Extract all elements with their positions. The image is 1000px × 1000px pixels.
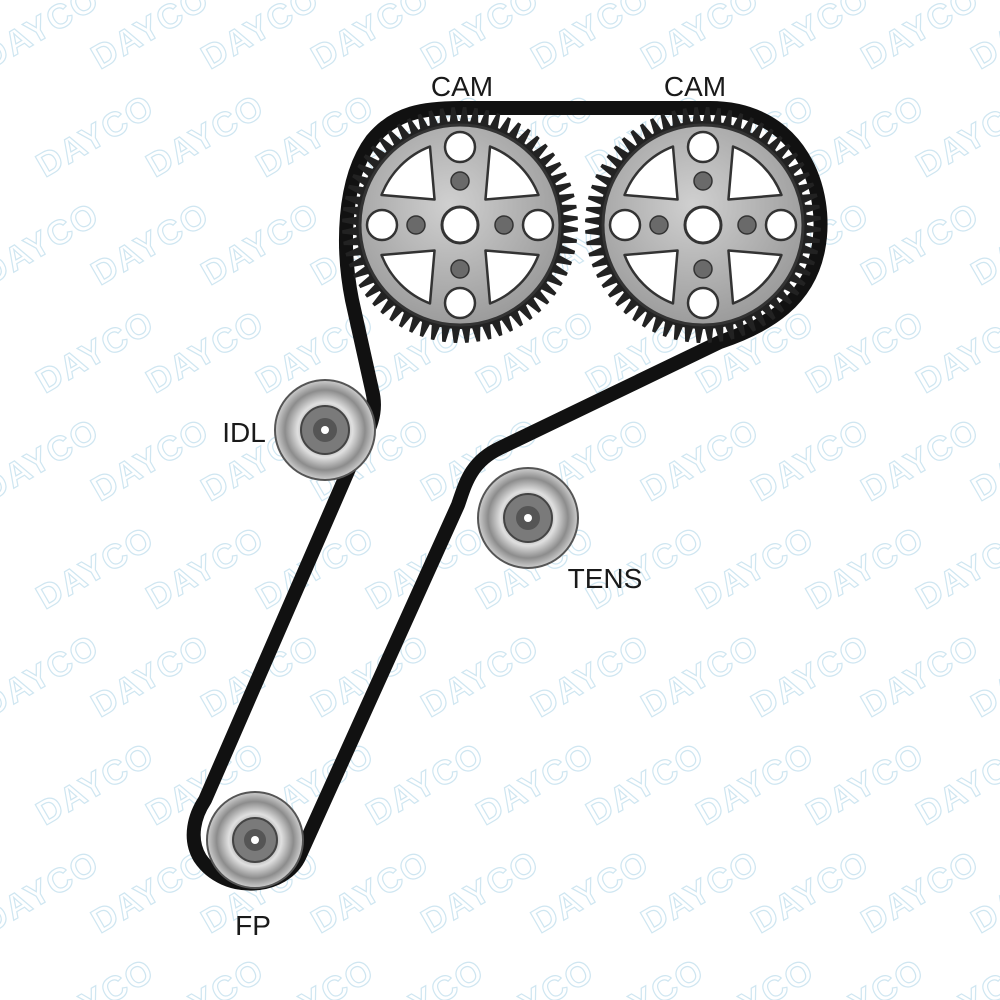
gear-window	[727, 249, 783, 305]
watermark-text: DAYCO	[690, 519, 821, 617]
watermark-text: DAYCO	[415, 627, 546, 725]
label-cam-left: CAM	[431, 71, 493, 102]
watermark-text: DAYCO	[800, 951, 931, 1000]
watermark-text: DAYCO	[250, 951, 381, 1000]
watermark-text: DAYCO	[0, 627, 106, 725]
watermark-text: DAYCO	[635, 627, 766, 725]
watermark-text: DAYCO	[525, 843, 656, 941]
label-fuel-pump: FP	[235, 910, 271, 941]
watermark-text: DAYCO	[635, 411, 766, 509]
watermark-text: DAYCO	[525, 627, 656, 725]
watermark-text: DAYCO	[745, 627, 876, 725]
watermark-text: DAYCO	[140, 87, 271, 185]
gear-inner-hole	[693, 171, 713, 191]
watermark-text: DAYCO	[195, 195, 326, 293]
gear-inner-hole	[450, 259, 470, 279]
watermark-text: DAYCO	[85, 627, 216, 725]
gear-window	[623, 249, 679, 305]
label-tensioner: TENS	[568, 563, 643, 594]
label-idler: IDL	[222, 417, 266, 448]
gear-inner-hole	[406, 215, 426, 235]
watermark-text: DAYCO	[360, 951, 491, 1000]
watermark-text: DAYCO	[140, 951, 271, 1000]
idler-pulley	[274, 379, 376, 481]
gear-inner-hole	[693, 259, 713, 279]
gear-window	[484, 145, 540, 201]
watermark-text: DAYCO	[30, 519, 161, 617]
watermark-text: DAYCO	[855, 843, 986, 941]
watermark-text: DAYCO	[635, 843, 766, 941]
watermark-text: DAYCO	[745, 411, 876, 509]
watermark-text: DAYCO	[30, 735, 161, 833]
gear-bolt-hole	[443, 130, 477, 164]
gear-bolt-hole	[686, 286, 720, 320]
timing-belt	[186, 101, 828, 891]
watermark-text: DAYCO	[470, 951, 601, 1000]
fuel-pump-pulley	[206, 791, 304, 889]
watermark-text: DAYCO	[580, 951, 711, 1000]
gear-window	[727, 145, 783, 201]
watermark-text: DAYCO	[855, 195, 986, 293]
watermark-text: DAYCO	[690, 951, 821, 1000]
gear-window	[380, 249, 436, 305]
watermark-text: DAYCO	[30, 87, 161, 185]
watermark-text: DAYCO	[470, 735, 601, 833]
watermark-text: DAYCO	[745, 843, 876, 941]
gear-bolt-hole	[764, 208, 798, 242]
watermark-text: DAYCO	[855, 411, 986, 509]
watermark-text: DAYCO	[0, 195, 106, 293]
watermark-text: DAYCO	[305, 843, 436, 941]
label-cam-right: CAM	[664, 71, 726, 102]
tensioner-pulley	[477, 467, 579, 569]
watermark-text: DAYCO	[800, 519, 931, 617]
watermark-text: DAYCO	[0, 411, 106, 509]
gear-window	[484, 249, 540, 305]
watermark-text: DAYCO	[580, 735, 711, 833]
cam-gear-right	[585, 107, 821, 343]
gear-inner-hole	[737, 215, 757, 235]
watermark-text: DAYCO	[0, 843, 106, 941]
gear-window	[623, 145, 679, 201]
watermark-text: DAYCO	[30, 303, 161, 401]
gear-bolt-hole	[686, 130, 720, 164]
watermark-text: DAYCO	[800, 87, 931, 185]
watermark-text: DAYCO	[0, 0, 106, 77]
watermark-text: DAYCO	[910, 735, 1000, 833]
gear-window	[380, 145, 436, 201]
gear-hub	[683, 205, 723, 245]
watermark-text: DAYCO	[85, 195, 216, 293]
watermark-text: DAYCO	[140, 519, 271, 617]
watermark-text: DAYCO	[910, 303, 1000, 401]
watermark-text: DAYCO	[360, 735, 491, 833]
gear-bolt-hole	[608, 208, 642, 242]
gear-bolt-hole	[443, 286, 477, 320]
watermark-text: DAYCO	[85, 411, 216, 509]
cam-gear-left	[342, 107, 578, 343]
gear-inner-hole	[649, 215, 669, 235]
gear-inner-hole	[450, 171, 470, 191]
watermark-text: DAYCO	[30, 951, 161, 1000]
watermark-text: DAYCO	[690, 735, 821, 833]
gear-bolt-hole	[521, 208, 555, 242]
gear-hub	[440, 205, 480, 245]
watermark-text: DAYCO	[855, 627, 986, 725]
watermark-text: DAYCO	[910, 519, 1000, 617]
watermark-text: DAYCO	[140, 303, 271, 401]
watermark-text: DAYCO	[800, 303, 931, 401]
watermark-text: DAYCO	[910, 87, 1000, 185]
watermark-text: DAYCO	[415, 843, 546, 941]
watermark-text: DAYCO	[800, 735, 931, 833]
gear-bolt-hole	[365, 208, 399, 242]
gear-inner-hole	[494, 215, 514, 235]
